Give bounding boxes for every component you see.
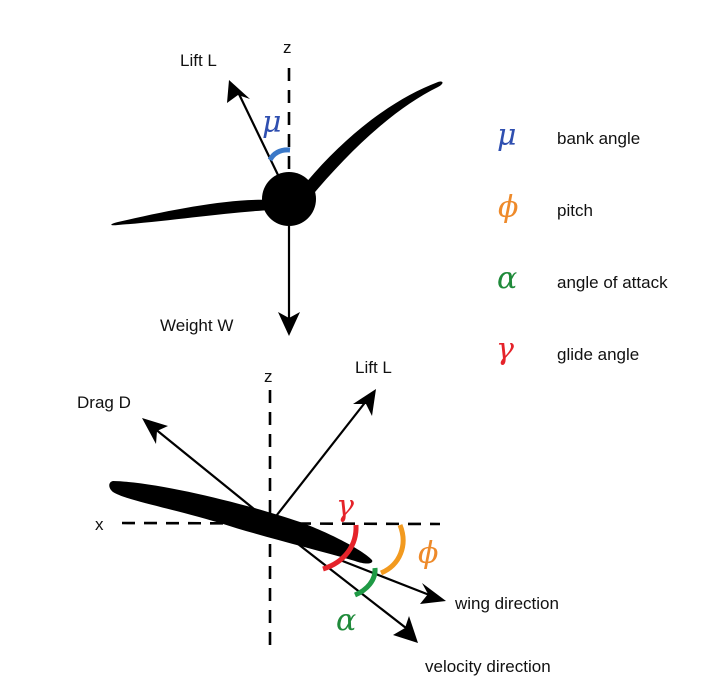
bottom-lift-vector — [272, 399, 368, 521]
legend-item-angle-of-attack: α angle of attack — [497, 261, 668, 296]
drag-label: Drag D — [77, 393, 131, 412]
wing-direction-vector — [339, 558, 433, 598]
top-right-wing — [300, 81, 443, 198]
legend-pitch-symbol: ϕ — [498, 190, 518, 225]
legend-item-bank-angle: μ bank angle — [497, 118, 640, 153]
top-lift-vector — [237, 91, 279, 176]
bottom-lift-label: Lift L — [355, 358, 392, 377]
velocity-direction-arrowhead — [393, 616, 418, 643]
top-weight-label: Weight W — [160, 316, 233, 335]
wing-direction-arrowhead — [420, 583, 446, 604]
velocity-direction-vector — [297, 543, 407, 629]
top-figure: z Lift L Weight W μ — [111, 38, 443, 336]
bottom-z-axis-label: z — [264, 367, 273, 386]
drag-vector — [153, 427, 271, 523]
angle-of-attack-arc — [353, 567, 378, 598]
bottom-x-axis-label: x — [95, 515, 104, 534]
legend-attack-symbol: α — [497, 261, 517, 296]
legend-bank-label: bank angle — [557, 129, 640, 148]
drag-arrowhead — [142, 418, 168, 444]
legend-glide-symbol: γ — [496, 332, 514, 367]
legend-glide-label: glide angle — [557, 345, 639, 364]
wing-direction-label: wing direction — [454, 594, 559, 613]
top-body — [262, 172, 316, 226]
top-weight-arrowhead — [278, 312, 300, 336]
legend: μ bank angle ϕ pitch α angle of attack γ… — [496, 118, 668, 367]
top-left-wing — [111, 199, 272, 226]
top-lift-arrowhead — [227, 80, 250, 103]
pitch-symbol: ϕ — [418, 536, 438, 571]
legend-bank-symbol: μ — [497, 118, 517, 153]
bottom-figure: z x Drag D Lift L wing direction velocit… — [77, 358, 559, 676]
legend-item-pitch: ϕ pitch — [498, 190, 593, 225]
bank-angle-arc — [267, 147, 291, 162]
top-z-axis-label: z — [283, 38, 292, 57]
top-lift-label: Lift L — [180, 51, 217, 70]
bottom-wing-airfoil — [109, 481, 373, 564]
pitch-arc — [379, 524, 406, 576]
legend-item-glide-angle: γ glide angle — [496, 332, 639, 367]
legend-attack-label: angle of attack — [557, 273, 668, 292]
velocity-direction-label: velocity direction — [425, 657, 551, 676]
bottom-lift-arrowhead — [353, 389, 376, 416]
bank-angle-symbol: μ — [262, 105, 282, 140]
glide-angle-arc — [322, 524, 359, 572]
glide-angle-symbol: γ — [336, 489, 354, 524]
angle-of-attack-symbol: α — [336, 603, 356, 638]
legend-pitch-label: pitch — [557, 201, 593, 220]
